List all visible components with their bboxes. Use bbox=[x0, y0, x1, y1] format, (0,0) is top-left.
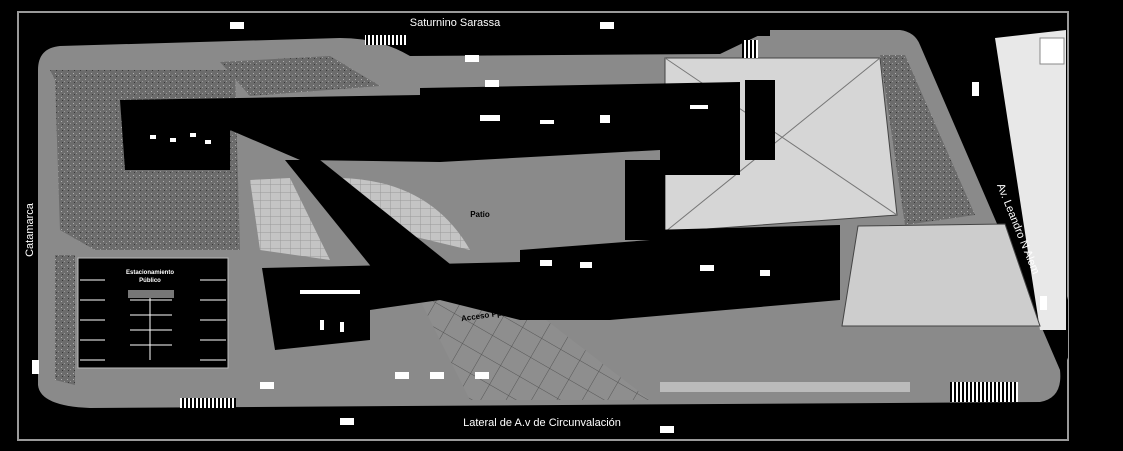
bottom-sidewalk-strip bbox=[660, 382, 910, 392]
building-center-core bbox=[625, 160, 665, 240]
tower-block bbox=[745, 80, 775, 160]
crosswalk-bottom-right bbox=[950, 382, 1018, 402]
road-top bbox=[230, 14, 770, 36]
crosswalk-right bbox=[742, 40, 758, 58]
patio-label: Patio bbox=[470, 210, 490, 219]
furniture bbox=[150, 105, 770, 332]
building-bottom-wing bbox=[262, 225, 840, 350]
crosswalk-bottom-left bbox=[180, 398, 236, 408]
building-top-wing bbox=[120, 82, 740, 175]
drawing-frame bbox=[17, 11, 1069, 441]
parking-label-2: Público bbox=[139, 278, 161, 284]
patio-curve bbox=[340, 178, 470, 250]
crosswalk-top bbox=[365, 35, 407, 45]
landscape-top bbox=[220, 56, 380, 96]
cars bbox=[32, 22, 1047, 433]
parking-lot bbox=[77, 257, 229, 369]
street-label-left: Catamarca bbox=[24, 202, 36, 257]
neighbour-block bbox=[995, 30, 1066, 330]
patio-paving bbox=[250, 178, 330, 260]
landscape-left-low bbox=[55, 255, 75, 385]
parking-label-1: Estacionamiento bbox=[126, 270, 174, 276]
landscape-right bbox=[880, 55, 975, 225]
roof-lower bbox=[841, 223, 1041, 327]
road-bottom bbox=[78, 410, 808, 436]
road-left bbox=[20, 60, 36, 380]
parking-stalls bbox=[80, 279, 226, 361]
street-label-top: Saturnino Sarassa bbox=[410, 17, 501, 29]
street-label-bottom: Lateral de A.v de Circunvalación bbox=[463, 417, 621, 429]
